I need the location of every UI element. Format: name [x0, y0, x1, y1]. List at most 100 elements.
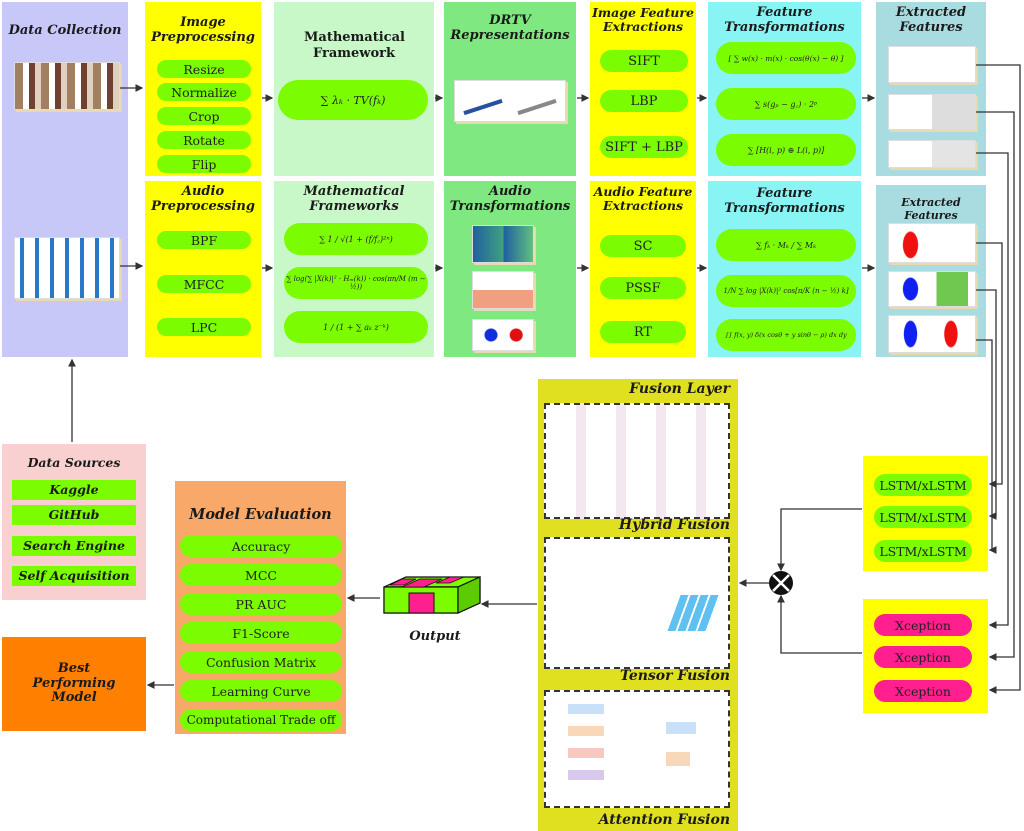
audio-feature-extractions-title: Audio Feature Extractions: [593, 184, 693, 214]
drtv-panel: DRTV Representations: [444, 2, 576, 176]
source-github: GitHub: [12, 505, 136, 525]
hammer-icon: [517, 98, 557, 116]
lpc-pill: LPC: [157, 318, 251, 336]
sift-lbp-pill: SIFT + LBP: [600, 136, 688, 158]
flip-pill: Flip: [157, 155, 251, 173]
sc-pill: SC: [600, 235, 686, 257]
math-framework-title: Mathematical Framework: [304, 30, 405, 61]
attention-fusion-title: Attention Fusion: [598, 812, 730, 828]
hybrid-fusion-title: Hybrid Fusion: [618, 517, 730, 533]
model-evaluation-title: Model Evaluation: [189, 506, 332, 523]
xception-pill-2: Xception: [874, 646, 972, 668]
metric-accuracy: Accuracy: [180, 535, 342, 557]
pssf-pill: PSSF: [600, 277, 686, 299]
fusion-layer-title: Fusion Layer: [629, 381, 730, 397]
drtv-title: DRTV Representations: [450, 13, 570, 43]
rt-feature-image: [888, 315, 976, 353]
image-transform-formula-3: ∑ [H(i, p) ⊕ L(i, p)]: [716, 134, 856, 166]
audio-extracted-features-title: Extracted Features: [901, 196, 961, 222]
math-frameworks-formula-2: ∑ log(∑ |X(k)|² · Hₘ(k)) · cos(πn/M (m −…: [284, 267, 428, 299]
sift-feature-image: [888, 46, 976, 83]
best-model-panel: Best Performing Model: [2, 637, 146, 731]
lstm-pill-2: LSTM/xLSTM: [874, 506, 972, 528]
attention-block: [568, 726, 604, 736]
source-self-acquisition: Self Acquisition: [12, 566, 136, 586]
spectrogram-image: [472, 225, 534, 263]
audio-transform-formula-3: ∫∫ f(x, y) δ(x cosθ + y sinθ − ρ) dx dy: [716, 319, 856, 351]
output-cube-icon: [383, 576, 481, 614]
lstm-pill-3: LSTM/xLSTM: [874, 540, 972, 562]
model-evaluation-panel: Model Evaluation Accuracy MCC PR AUC F1-…: [175, 481, 346, 734]
multiply-combiner-icon: [769, 571, 793, 595]
image-transform-formula-2: ∑ s(gₚ − g꜀) · 2ᵖ: [716, 88, 856, 120]
xception-pill-1: Xception: [874, 614, 972, 636]
image-dataset-thumbnail: [14, 62, 120, 110]
image-transform-formula-1: [ ∑ w(x) · m(x) · cos(θ(x) − θ) ]: [716, 42, 856, 74]
image-preprocessing-title: Image Preprocessing: [151, 15, 255, 45]
audio-transform-formula-1: ∑ fₖ · Mₖ / ∑ Mₖ: [716, 229, 856, 261]
audio-preprocessing-title: Audio Preprocessing: [151, 184, 255, 214]
xception-pill-3: Xception: [874, 680, 972, 702]
data-sources-panel: Data Sources Kaggle GitHub Search Engine…: [2, 444, 146, 600]
audio-dataset-thumbnail: [14, 237, 120, 299]
image-feature-extractions-title: Image Feature Extractions: [592, 5, 694, 35]
tensor-fusion-title: Tensor Fusion: [620, 668, 730, 684]
xception-panel: Xception Xception Xception: [863, 599, 988, 713]
data-sources-title: Data Sources: [27, 455, 121, 470]
output-label: Output: [409, 629, 461, 644]
tensor-fusion-diagram: [544, 537, 730, 669]
attention-block: [666, 752, 690, 766]
sc-feature-image: [888, 223, 976, 263]
connector: [777, 594, 862, 654]
math-frameworks-formula-1: ∑ 1 / √(1 + (f/f꜀)²ⁿ): [284, 223, 428, 255]
lstm-panel: LSTM/xLSTM LSTM/xLSTM LSTM/xLSTM: [863, 456, 988, 571]
image-extracted-features-panel: Extracted Features: [876, 2, 986, 176]
attention-block: [568, 704, 604, 714]
image-extracted-features-title: Extracted Features: [895, 5, 967, 35]
mfcc-pill: MFCC: [157, 275, 251, 293]
math-framework-formula: ∑ λₖ · TV(fₖ): [278, 80, 428, 120]
rt-pill: RT: [600, 321, 686, 343]
image-feature-transformations-panel: Feature Transformations [ ∑ w(x) · m(x) …: [708, 2, 861, 176]
sift-pill: SIFT: [600, 50, 688, 72]
normalize-pill: Normalize: [157, 83, 251, 101]
attention-fusion-diagram: [544, 690, 730, 808]
audio-transform-formula-2: 1/N ∑ log |X(k)|² cos[π/K (n − ½) k]: [716, 275, 856, 307]
math-frameworks-title: Mathematical Frameworks: [303, 184, 405, 214]
metric-f1-score: F1-Score: [180, 622, 342, 644]
data-collection-panel: Data Collection: [2, 2, 128, 357]
resize-pill: Resize: [157, 60, 251, 78]
audio-feature-transformations-panel: Feature Transformations ∑ fₖ · Mₖ / ∑ Mₖ…: [708, 181, 861, 357]
hammer-icon: [463, 98, 503, 116]
source-search-engine: Search Engine: [12, 536, 136, 556]
math-framework-panel: Mathematical Framework ∑ λₖ · TV(fₖ): [274, 2, 434, 176]
tensor-grid: [667, 595, 721, 631]
lbp-feature-image: [888, 94, 976, 130]
crop-pill: Crop: [157, 107, 251, 125]
audio-extracted-features-panel: Extracted Features: [876, 185, 986, 357]
attention-block: [666, 722, 696, 734]
attention-block: [568, 748, 604, 758]
audio-transformations-panel: Audio Transformations: [444, 181, 576, 357]
metric-mcc: MCC: [180, 564, 342, 586]
attention-block: [568, 770, 604, 780]
audio-feature-transformations-title: Feature Transformations: [724, 186, 845, 216]
metric-learning-curve: Learning Curve: [180, 680, 342, 702]
metric-confusion-matrix: Confusion Matrix: [180, 651, 342, 673]
math-frameworks-panel: Mathematical Frameworks ∑ 1 / √(1 + (f/f…: [274, 181, 434, 357]
metric-computational-trade-off: Computational Trade off: [180, 709, 342, 731]
rotate-pill: Rotate: [157, 131, 251, 149]
image-preprocessing-panel: Image Preprocessing Resize Normalize Cro…: [145, 2, 261, 176]
fusion-layer-panel: Fusion Layer Hybrid Fusion Tensor Fusion…: [538, 379, 738, 831]
image-feature-extractions-panel: Image Feature Extractions SIFT LBP SIFT …: [590, 2, 696, 176]
bpf-pill: BPF: [157, 231, 251, 249]
best-model-title: Best Performing Model: [32, 660, 116, 706]
hybrid-fusion-diagram: [544, 403, 730, 519]
data-collection-title: Data Collection: [8, 23, 122, 38]
lbp-pill: LBP: [600, 90, 688, 112]
lstm-pill-1: LSTM/xLSTM: [874, 474, 972, 496]
audio-feature-extractions-panel: Audio Feature Extractions SC PSSF RT: [590, 181, 696, 357]
audio-transformations-title: Audio Transformations: [449, 184, 571, 214]
sift-lbp-feature-image: [888, 140, 976, 168]
source-kaggle: Kaggle: [12, 480, 136, 500]
